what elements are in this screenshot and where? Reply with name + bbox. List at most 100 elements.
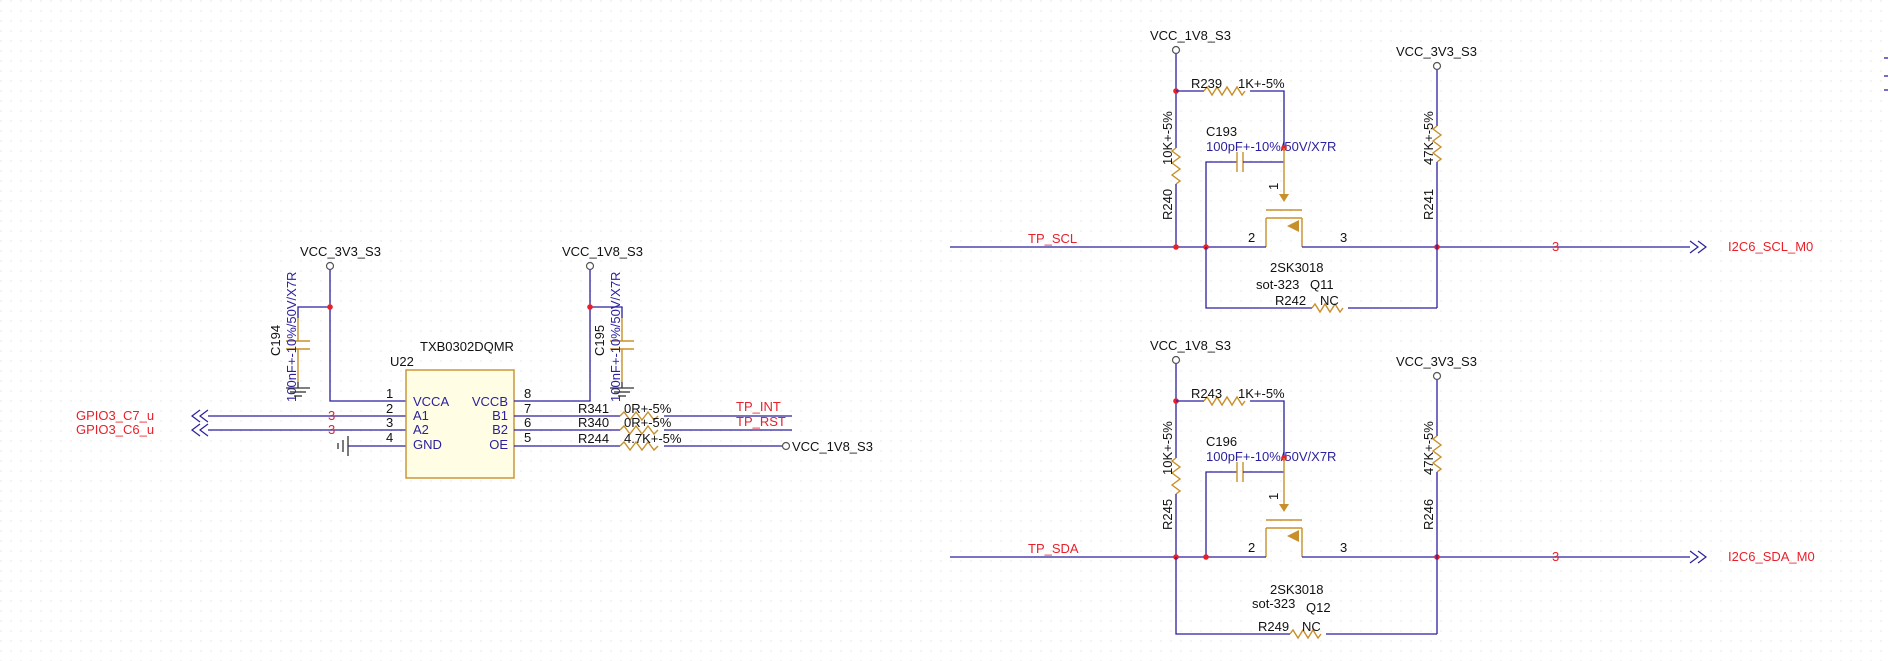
q12-part: 2SK3018 <box>1270 582 1324 597</box>
r239-value: 1K+-5% <box>1238 76 1285 91</box>
u22-part: TXB0302DQMR <box>420 339 514 354</box>
gpio3-c6-label: GPIO3_C6_u <box>76 422 154 437</box>
q11-gate-pin: 1 <box>1266 183 1281 190</box>
u22-pin6-num: 6 <box>524 415 531 430</box>
r246-ref: R246 <box>1421 499 1436 530</box>
r340-value: 0R+-5% <box>624 415 672 430</box>
r243-ref: R243 <box>1191 386 1222 401</box>
capacitor-c193[interactable]: C193 100pF+-10%/50V/X7R <box>1206 124 1336 172</box>
i2c6-sda-port[interactable]: I2C6_SDA_M0 <box>1689 549 1815 564</box>
net-label-tp-int: TP_INT <box>736 399 781 414</box>
u22-pin8-num: 8 <box>524 386 531 401</box>
u22-pin7-num: 7 <box>524 401 531 416</box>
u22-pin5-num: 5 <box>524 430 531 445</box>
r243-value: 1K+-5% <box>1238 386 1285 401</box>
power-port-label: VCC_1V8_S3 <box>1150 338 1231 353</box>
q12-source-pin: 2 <box>1248 540 1255 555</box>
sda-shifter-block: VCC_1V8_S3 VCC_3V3_S3 R243 1K+-5% 10K+-5… <box>950 338 1815 640</box>
i2c6-sda-label: I2C6_SDA_M0 <box>1728 549 1815 564</box>
r245-value: 10K+-5% <box>1160 421 1175 475</box>
power-port-vcc-3v3-left[interactable]: VCC_3V3_S3 <box>300 244 381 271</box>
net-label-tp-rst: TP_RST <box>736 414 786 429</box>
r246-value: 47K+-5% <box>1421 421 1436 475</box>
scl-shifter-block: VCC_1V8_S3 VCC_3V3_S3 R239 1K+-5% 10K+-5… <box>950 28 1813 314</box>
c193-value: 100pF+-10%/50V/X7R <box>1206 139 1336 154</box>
ic-u22[interactable]: TXB0302DQMR U22 1 2 3 4 VCCA A1 A2 GND V… <box>386 339 531 479</box>
power-port-label: VCC_3V3_S3 <box>300 244 381 259</box>
power-port-vcc-3v3-sda[interactable]: VCC_3V3_S3 <box>1396 354 1477 381</box>
r341-ref: R341 <box>578 401 609 416</box>
ground-u22 <box>337 436 349 456</box>
u22-pin-b1: B1 <box>492 408 508 423</box>
q11-part: 2SK3018 <box>1270 260 1324 275</box>
gpio3-c7-label: GPIO3_C7_u <box>76 408 154 423</box>
r340-ref: R340 <box>578 415 609 430</box>
power-port-label: VCC_1V8_S3 <box>562 244 643 259</box>
resistor-r246[interactable]: 47K+-5% R246 <box>1421 421 1443 530</box>
c196-ref: C196 <box>1206 434 1237 449</box>
power-port-label: VCC_1V8_S3 <box>792 439 873 454</box>
capacitor-c195[interactable]: C195 100nF+-10%/50V/X7R <box>592 272 634 402</box>
resistor-r245[interactable]: 10K+-5% R245 <box>1160 421 1182 530</box>
q11-drain-pin: 3 <box>1340 230 1347 245</box>
resistor-r242[interactable]: R242 NC <box>1275 293 1344 314</box>
c195-value: 100nF+-10%/50V/X7R <box>608 272 623 402</box>
capacitor-c194[interactable]: C194 100nF+-10%/50V/X7R <box>268 272 310 402</box>
q12-drain-pin: 3 <box>1340 540 1347 555</box>
power-port-vcc-3v3-scl[interactable]: VCC_3V3_S3 <box>1396 44 1477 71</box>
power-port-label: VCC_3V3_S3 <box>1396 354 1477 369</box>
u22-pin-gnd: GND <box>413 437 442 452</box>
ground-c194 <box>286 382 310 397</box>
r244-ref: R244 <box>578 431 609 446</box>
net-label-tp-scl: TP_SCL <box>1028 231 1077 246</box>
resistor-r240[interactable]: 10K+-5% R240 <box>1160 111 1182 220</box>
resistor-r241[interactable]: 47K+-5% R241 <box>1421 111 1443 220</box>
resistor-r243[interactable]: R243 1K+-5% <box>1191 386 1285 407</box>
resistor-r340[interactable]: R340 0R+-5% <box>578 415 672 436</box>
q12-package: sot-323 <box>1252 596 1295 611</box>
r244-value: 4.7K+-5% <box>624 431 682 446</box>
resistor-r341[interactable]: R341 0R+-5% <box>578 401 672 422</box>
r341-value: 0R+-5% <box>624 401 672 416</box>
u22-pin-oe: OE <box>489 437 508 452</box>
power-port-vcc-1v8-sda[interactable]: VCC_1V8_S3 <box>1150 338 1231 365</box>
q12-ref: Q12 <box>1306 600 1331 615</box>
c194-ref: C194 <box>268 325 283 356</box>
u22-pin-a1: A1 <box>413 408 429 423</box>
u22-ref: U22 <box>390 354 414 369</box>
offpage-ref-gpio3-c6: 3 <box>328 422 335 437</box>
u22-pin-vcca: VCCA <box>413 394 449 409</box>
u22-pin3-num: 3 <box>386 415 393 430</box>
power-port-label: VCC_1V8_S3 <box>1150 28 1231 43</box>
r242-ref: R242 <box>1275 293 1306 308</box>
u22-pin2-num: 2 <box>386 401 393 416</box>
r249-ref: R249 <box>1258 619 1289 634</box>
ground-c195 <box>610 382 634 397</box>
resistor-r249[interactable]: R249 NC <box>1258 619 1322 640</box>
r240-value: 10K+-5% <box>1160 111 1175 165</box>
r239-ref: R239 <box>1191 76 1222 91</box>
c193-ref: C193 <box>1206 124 1237 139</box>
q11-ref: Q11 <box>1310 277 1334 292</box>
level-shifter-block: VCC_3V3_S3 C194 100nF+-10%/50V/X7R GPIO3… <box>76 244 873 479</box>
q11-source-pin: 2 <box>1248 230 1255 245</box>
gpio3-c7-port[interactable]: GPIO3_C7_u <box>76 408 209 423</box>
capacitor-c196[interactable]: C196 100pF+-10%/50V/X7R <box>1206 434 1336 482</box>
power-port-vcc-1v8-left[interactable]: VCC_1V8_S3 <box>562 244 643 271</box>
r242-value: NC <box>1320 293 1339 308</box>
net-label-tp-sda: TP_SDA <box>1028 541 1079 556</box>
offpage-ref-scl: 3 <box>1552 239 1559 254</box>
u22-pin4-num: 4 <box>386 430 393 445</box>
gpio3-c6-port[interactable]: GPIO3_C6_u <box>76 422 209 437</box>
power-port-label: VCC_3V3_S3 <box>1396 44 1477 59</box>
power-port-vcc-1v8-oe[interactable]: VCC_1V8_S3 <box>781 439 873 454</box>
r249-value: NC <box>1302 619 1321 634</box>
power-port-vcc-1v8-scl[interactable]: VCC_1V8_S3 <box>1150 28 1231 55</box>
c196-value: 100pF+-10%/50V/X7R <box>1206 449 1336 464</box>
mosfet-q12[interactable]: 1 2 3 2SK3018 sot-323 Q12 <box>1248 458 1347 615</box>
resistor-r239[interactable]: R239 1K+-5% <box>1191 76 1285 97</box>
resistor-r244[interactable]: R244 4.7K+-5% <box>578 431 682 452</box>
mosfet-q11[interactable]: 1 2 3 2SK3018 sot-323 Q11 <box>1248 148 1347 292</box>
i2c6-scl-port[interactable]: I2C6_SCL_M0 <box>1689 239 1813 254</box>
